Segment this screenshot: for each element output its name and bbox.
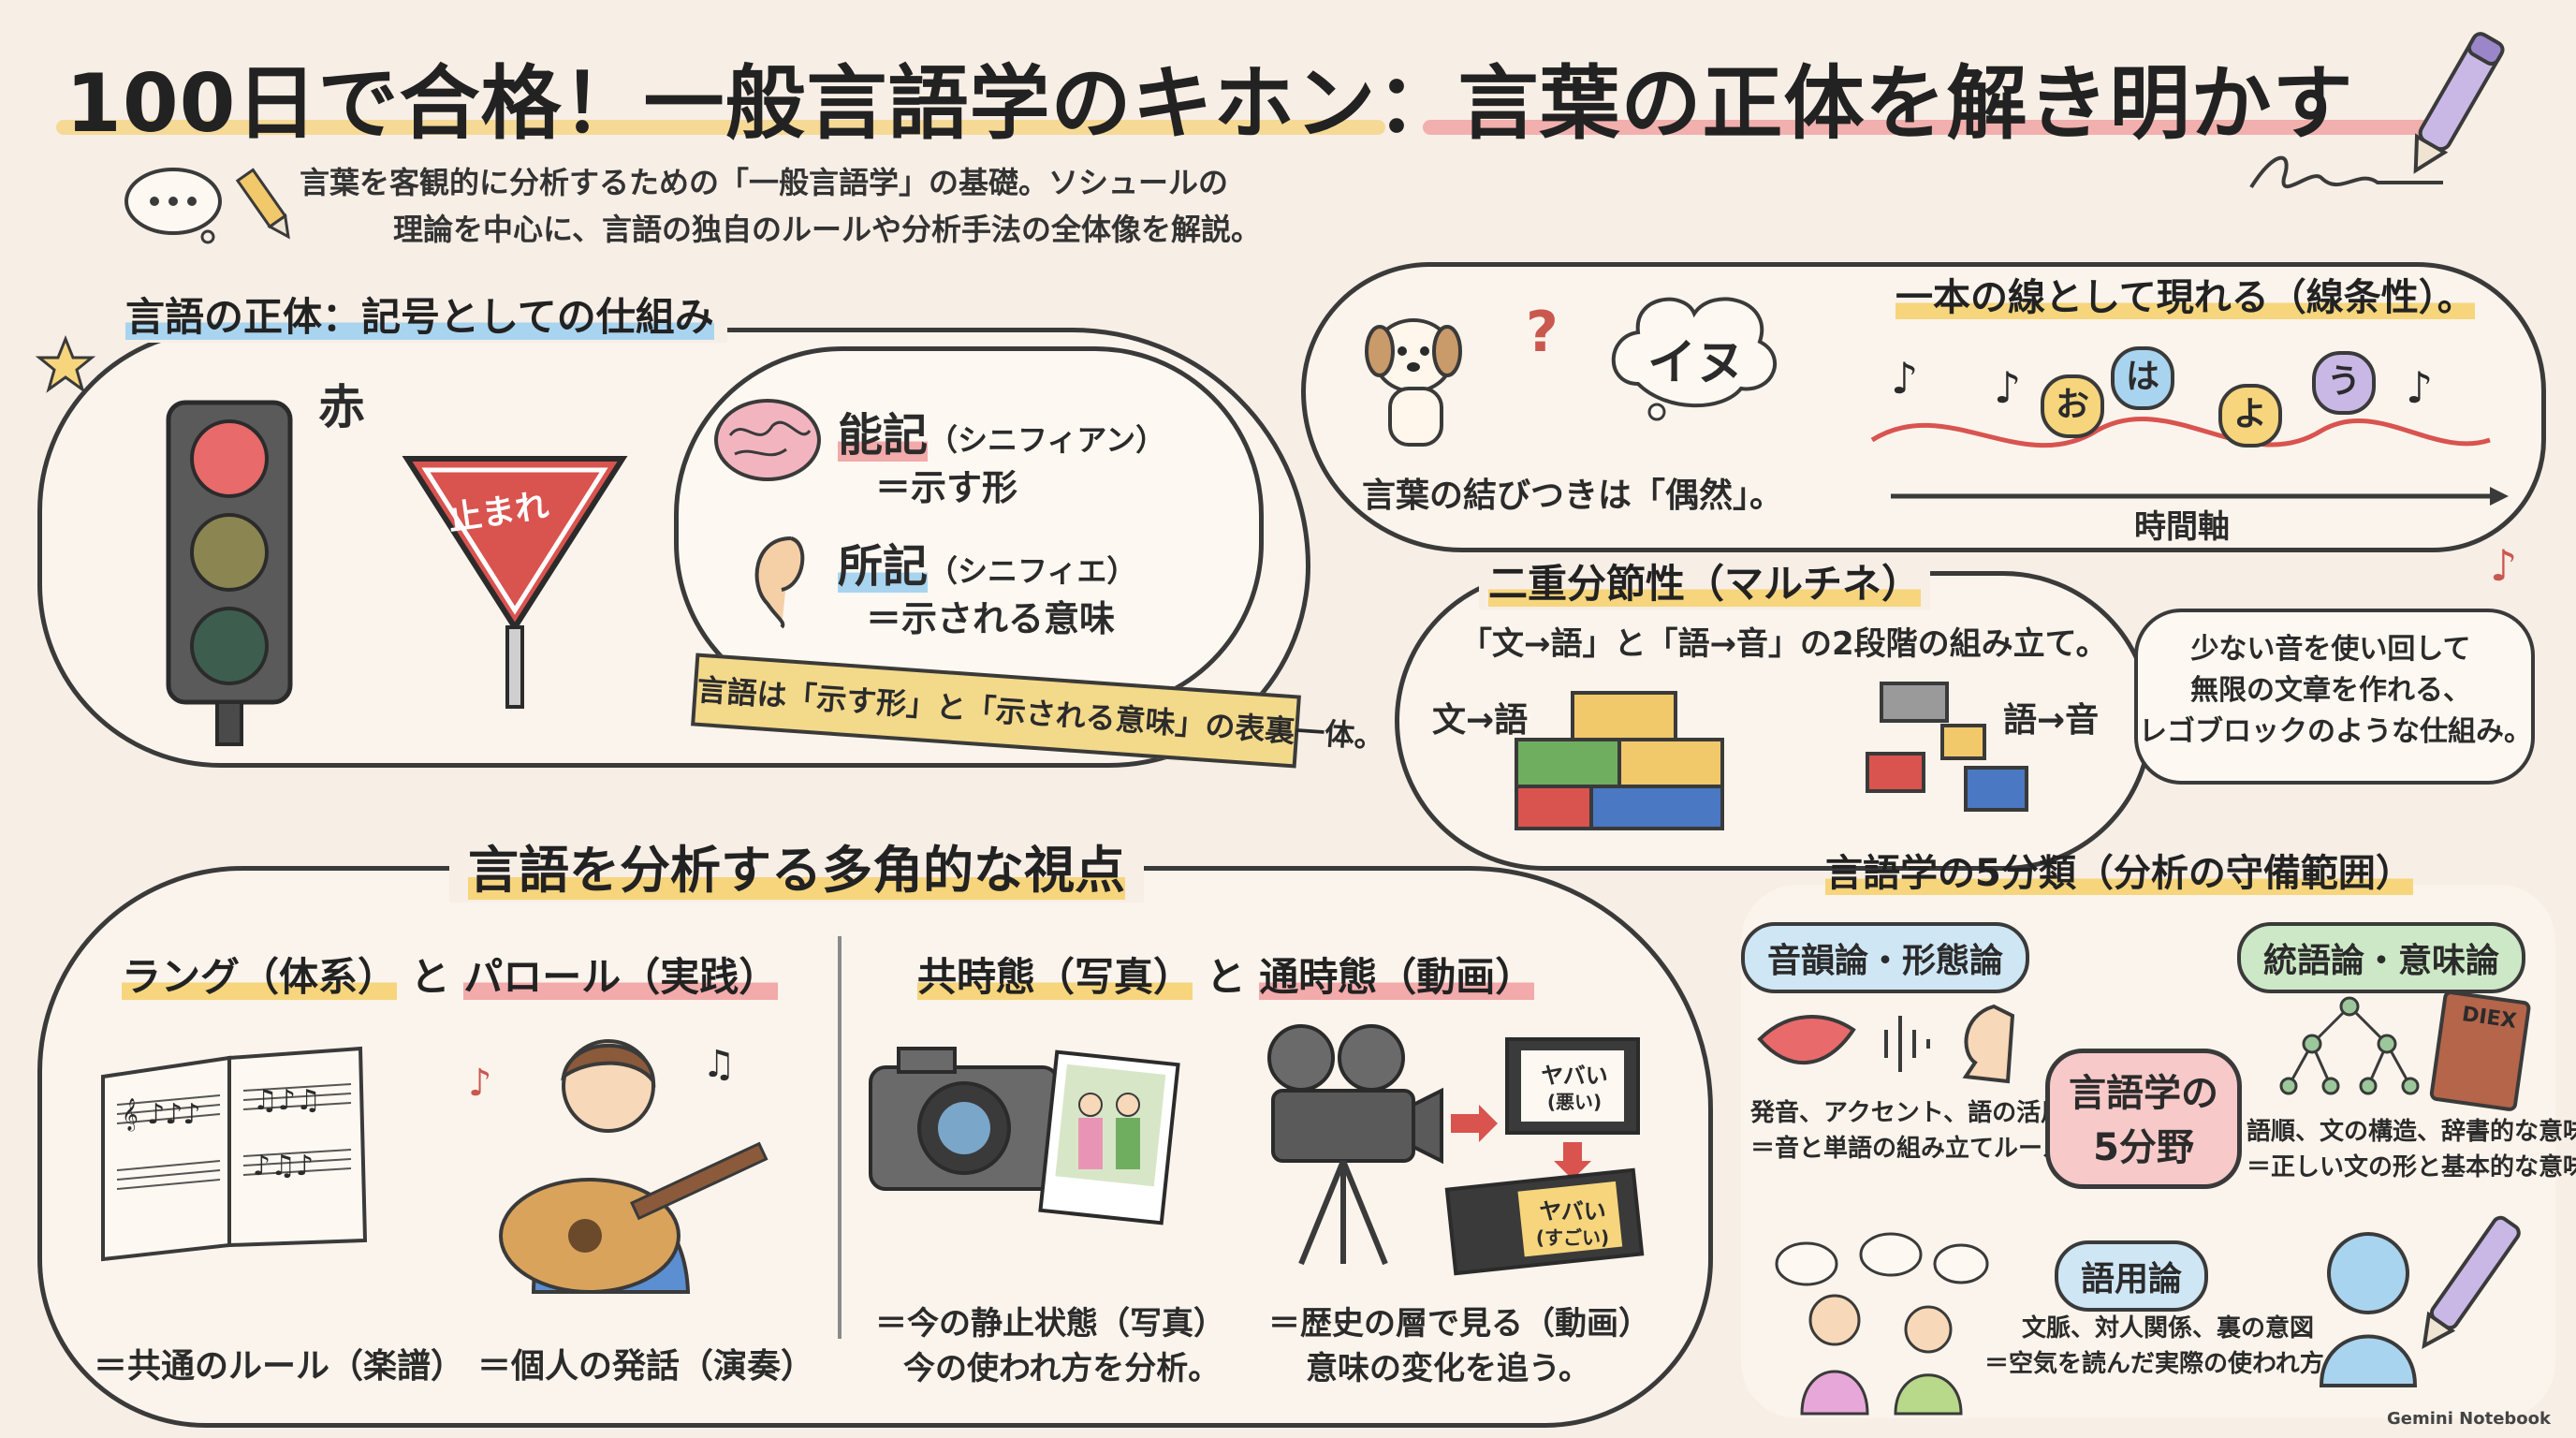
camera-icon xyxy=(869,1047,1180,1225)
mouth-speaking-icon xyxy=(1757,1004,2015,1084)
page-title: 100日で合格！一般言語学のキホン：言葉の正体を解き明かす xyxy=(66,57,2354,151)
arbitrary-caption: 言葉の結びつきは「偶然」。 xyxy=(1362,477,1784,515)
music-score-icon: 𝄞 ♪♪♪ ♫♪♫ ♪♫♪ xyxy=(101,1046,368,1262)
traffic-light-icon xyxy=(166,400,293,746)
subtitle: 言葉を客観的に分析するための「一般言語学」の基礎。ソシュールの 理論を中心に、言… xyxy=(300,159,1261,253)
signifiant-term: 能記（シニフィアン） xyxy=(838,409,1166,462)
diachronic-caption: ＝歴史の層で見る（動画） 意味の変化を追う。 xyxy=(1268,1305,1650,1387)
subtitle-line2: 理論を中心に、言語の独自のルールや分析手法の全体像を解説。 xyxy=(393,212,1262,247)
svg-text:♪: ♪ xyxy=(468,1062,492,1105)
question-mark: ? xyxy=(1526,300,1559,365)
svg-text:♪: ♪ xyxy=(2490,540,2517,591)
sign-section-heading: 言語の正体：記号としての仕組み xyxy=(112,286,727,343)
subtitle-line1: 言葉を客観的に分析するための「一般言語学」の基礎。ソシュールの xyxy=(300,165,1229,200)
double-articulation-heading: 二重分節性（マルチネ） xyxy=(1479,552,1931,609)
star-icon xyxy=(35,334,96,393)
linear-heading: 一本の線として現れる（線条性）。 xyxy=(1895,276,2475,319)
svg-text:♪: ♪ xyxy=(1891,353,1918,404)
svg-text:♪: ♪ xyxy=(2406,362,2433,413)
movie-camera-icon xyxy=(1267,1024,1645,1276)
watermark: Gemini Notebook xyxy=(2387,1409,2551,1429)
sync-diachronic-heading: 共時態（写真） と 通時態（動画） xyxy=(917,954,1535,1000)
perspectives-divider xyxy=(838,936,842,1339)
red-label: 赤 xyxy=(318,380,365,434)
syllable-u: う xyxy=(2312,351,2376,415)
langue-parole-heading: ラング（体系） と パロール（実践） xyxy=(122,954,779,1000)
thinking-person-icon xyxy=(2319,1215,2521,1387)
double-articulation-desc: 「文→語」と「語→音」の2段階の組み立て。 xyxy=(1460,625,2108,663)
syllable-yo: よ xyxy=(2218,384,2282,448)
thought-word: イヌ xyxy=(1647,335,1746,391)
svg-text:♪: ♪ xyxy=(1994,362,2021,413)
lego-blocks-big-icon xyxy=(1515,691,1724,830)
thought-cloud-icon xyxy=(1611,297,1778,421)
svg-text:𝄞 ♪♪♪: 𝄞 ♪♪♪ xyxy=(122,1098,201,1132)
syllable-o: お xyxy=(2041,374,2104,438)
five-fields-heading: 言語学の5分類（分析の守備範囲） xyxy=(1825,852,2413,895)
phon-desc: 発音、アクセント、語の活用 ＝音と単語の組み立てルール xyxy=(1750,1099,2068,1163)
perspectives-heading: 言語を分析する多角的な視点 xyxy=(449,829,1144,902)
brain-icon xyxy=(714,399,821,481)
langue-caption: ＝共通のルール（楽譜） xyxy=(94,1347,465,1386)
film-old: ヤバい (悪い) xyxy=(1541,1063,1608,1113)
title-underline-red xyxy=(1423,120,2434,135)
guitar-player-icon: ♪ ♫ xyxy=(468,1039,768,1294)
stop-sign-icon xyxy=(402,456,628,709)
pragmatics-heading: 語用論 xyxy=(2055,1240,2209,1312)
five-fields-center: 言語学の 5分野 xyxy=(2045,1049,2242,1189)
synchronic-caption: ＝今の静止状態（写真） 今の使われ方を分析。 xyxy=(875,1305,1225,1387)
parole-caption: ＝個人の発話（演奏） xyxy=(477,1347,815,1386)
film-new: ヤバい (すごい) xyxy=(1535,1198,1610,1249)
pragmatics-desc: 文脈、対人関係、裏の意図 ＝空気を読んだ実際の使われ方 xyxy=(1984,1314,2324,1378)
tree-and-dictionary-icon xyxy=(2279,990,2531,1111)
signifie-term: 所記（シニフィエ） xyxy=(838,540,1137,593)
phon-heading: 音韻論・形態論 xyxy=(1741,922,2030,993)
svg-text:♫: ♫ xyxy=(702,1043,736,1086)
lego-note: 少ない音を使い回して 無限の文章を作れる、 レゴブロックのような仕組み。 xyxy=(2139,633,2532,748)
squiggle-icon xyxy=(2249,155,2443,189)
music-note-icon: ♪ xyxy=(2490,540,2517,591)
signifie-desc: ＝示される意味 xyxy=(866,598,1116,639)
ear-icon xyxy=(754,536,805,629)
svg-text:♪♫♪: ♪♫♪ xyxy=(253,1150,314,1182)
title-underline-yellow xyxy=(56,120,1385,135)
time-axis-label: 時間軸 xyxy=(2134,508,2230,546)
lego-note-bubble xyxy=(2134,609,2535,785)
word-sound-label: 語→音 xyxy=(2003,701,2100,740)
sentence-word-label: 文→語 xyxy=(1432,701,1529,740)
thought-bubble-icon xyxy=(124,168,222,244)
syllable-ha: は xyxy=(2111,346,2174,410)
syntax-heading: 統語論・意味論 xyxy=(2237,922,2526,993)
lego-blocks-small-icon xyxy=(1866,682,2028,812)
syntax-desc: 語順、文の構造、辞書的な意味 ＝正しい文の形と基本的な意味 xyxy=(2247,1118,2576,1181)
conversation-icon xyxy=(1775,1232,1989,1416)
signifiant-desc: ＝示す形 xyxy=(875,467,1018,508)
pen-icon xyxy=(2413,32,2505,174)
svg-text:♫♪♫: ♫♪♫ xyxy=(253,1084,321,1117)
pencil-icon xyxy=(235,168,290,240)
sound-wave-icon: ♪ ♪ ♪ xyxy=(1870,353,2509,506)
dog-icon xyxy=(1365,318,1462,447)
